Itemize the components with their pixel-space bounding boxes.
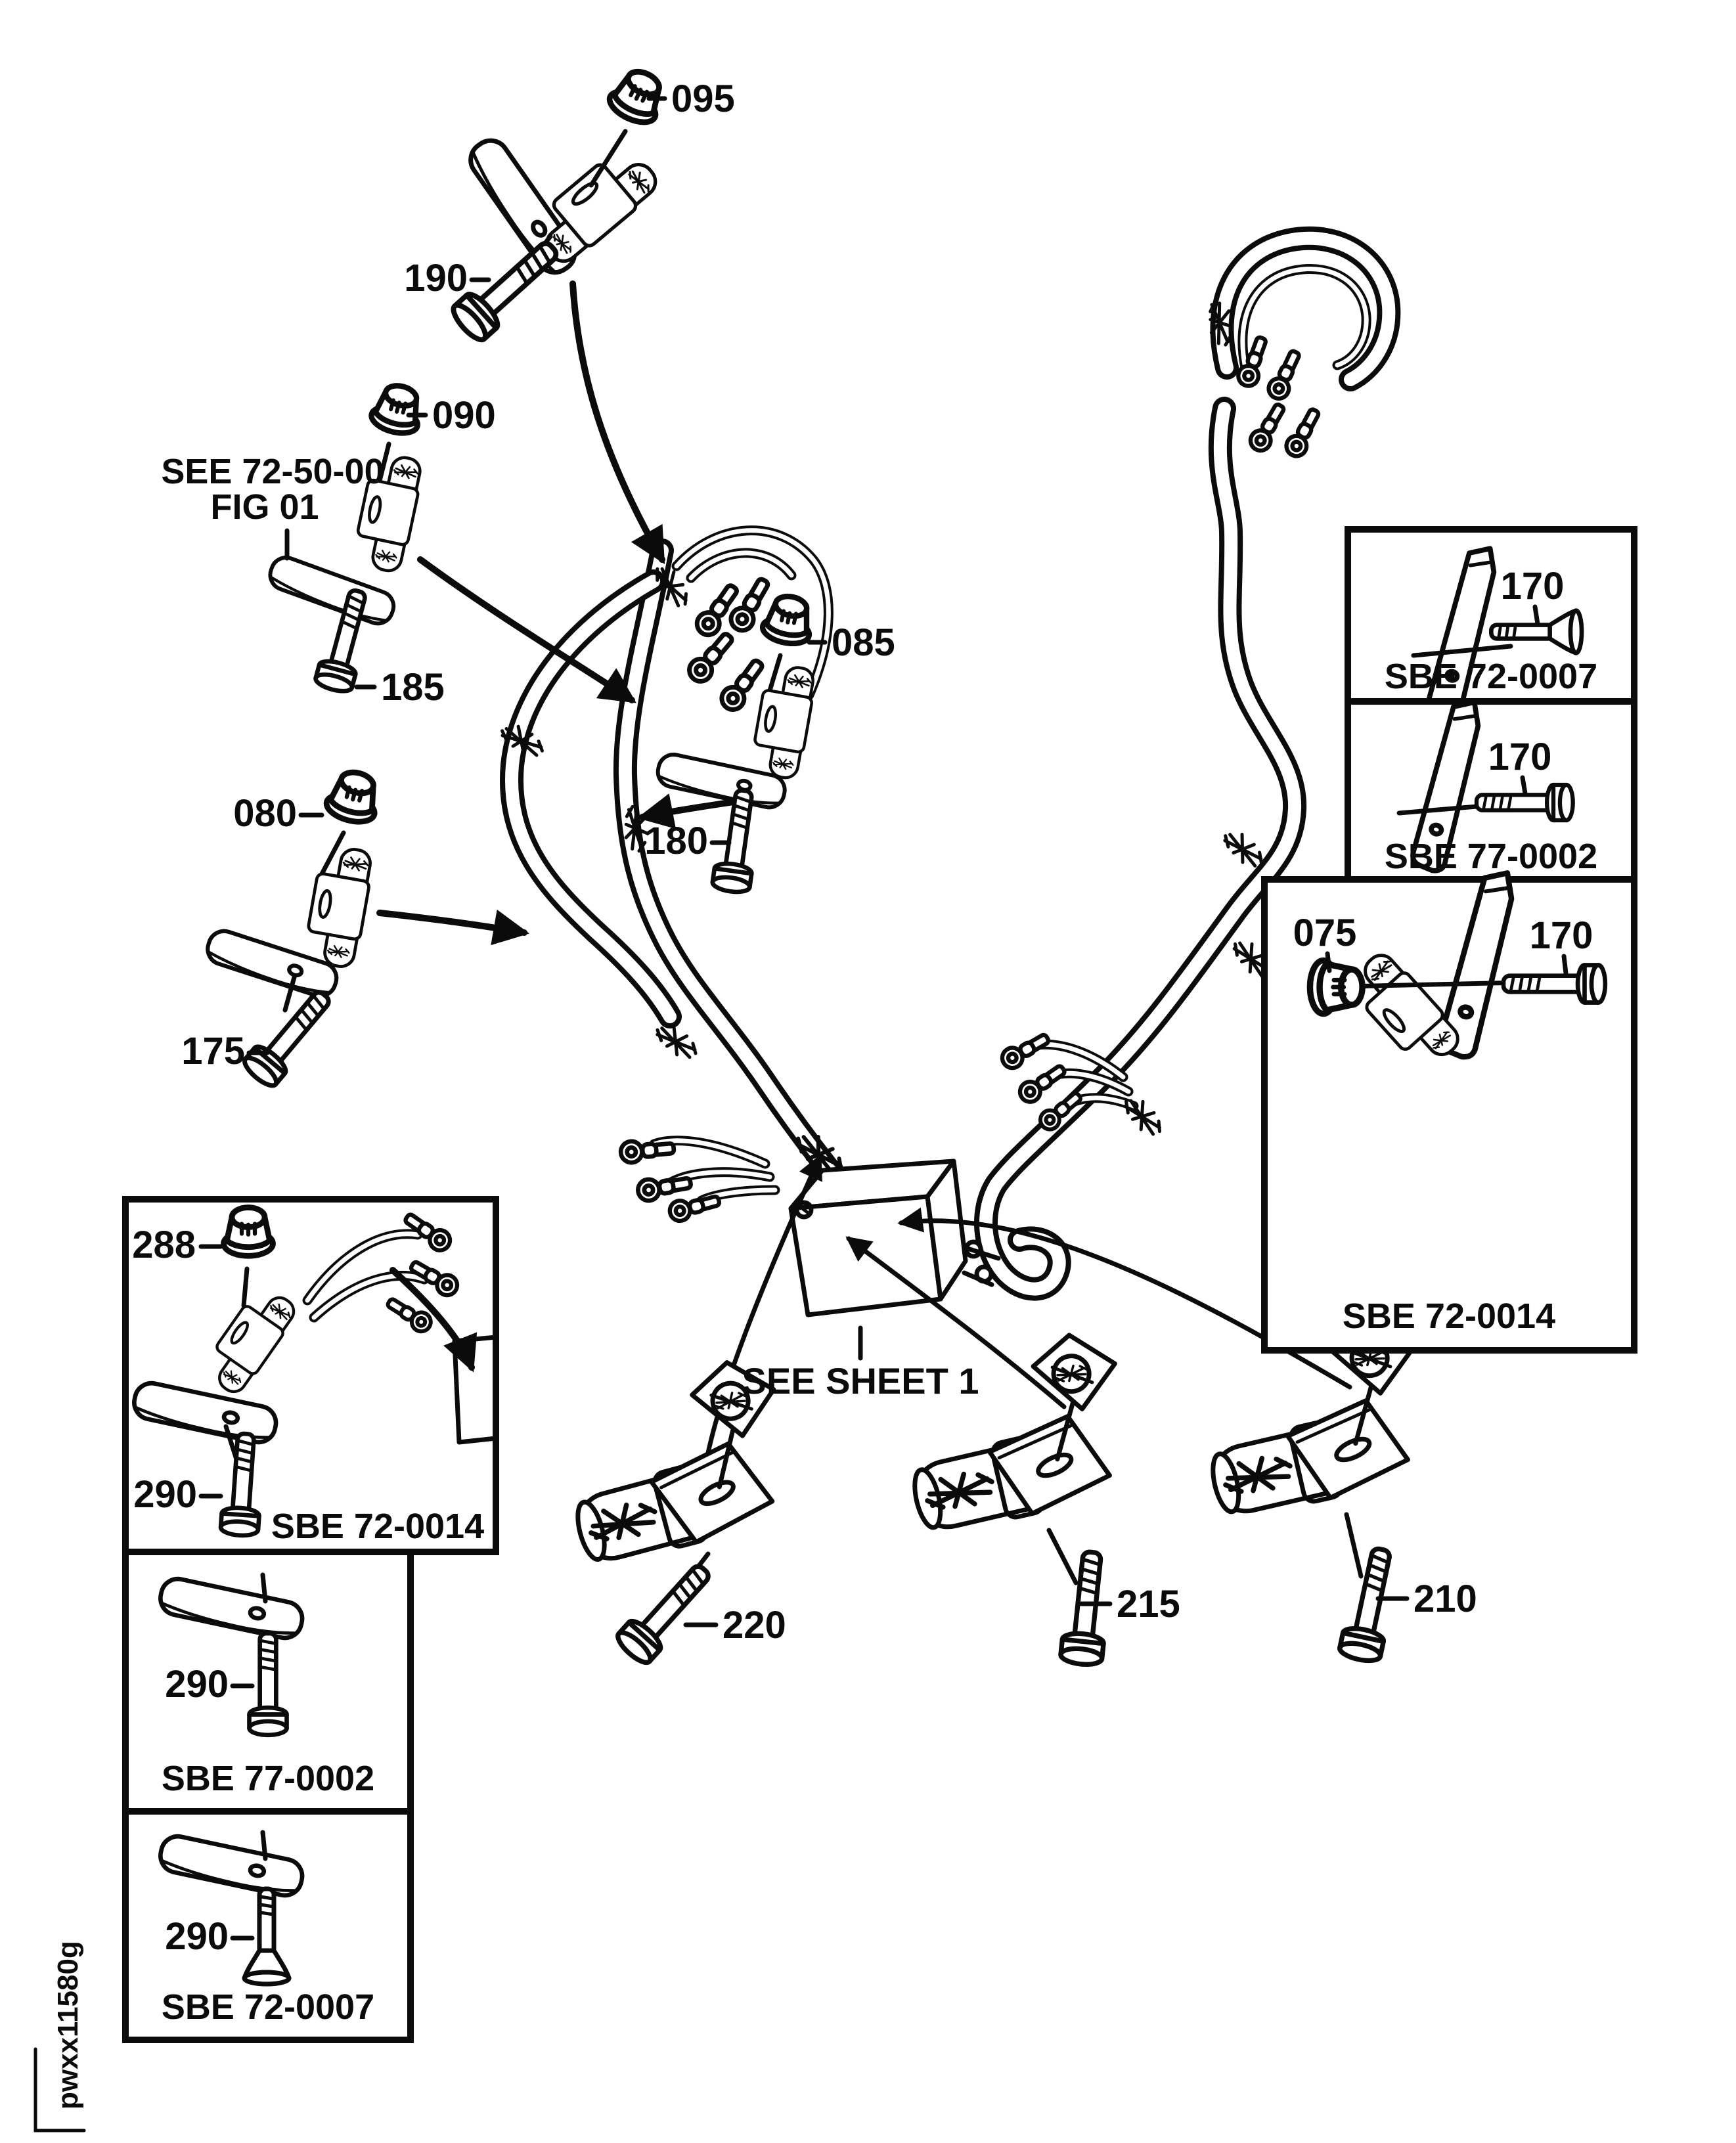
grommet-095 xyxy=(605,64,670,129)
callout-190: 190 xyxy=(404,257,468,299)
callout-288: 288 xyxy=(132,1224,196,1266)
kit-box-left-sbe-72-0007: 290 SBE 72-0007 xyxy=(122,1808,414,2043)
terminal-cluster-left-mid xyxy=(620,1138,780,1223)
reference-see-fig-line1: SEE 72-50-00 xyxy=(161,452,384,491)
watermark-text: pwxx11580g xyxy=(52,1941,84,2110)
harness-left-branch-loop xyxy=(500,569,682,1028)
kit-box-right-sbe-72-0014: 075 170 SBE 72-0014 xyxy=(1261,868,1637,1354)
callout-080: 080 xyxy=(233,792,297,835)
kit-label-sbe-77-0002: SBE 77-0002 xyxy=(162,1759,374,1798)
clamp-group-085 xyxy=(655,592,817,895)
watermark: pwxx11580g xyxy=(33,1941,86,2132)
callout-220: 220 xyxy=(723,1604,786,1646)
kit-label-sbe-72-0007: SBE 72-0007 xyxy=(162,1987,374,2027)
strap-plate xyxy=(204,927,340,1000)
ring-terminal xyxy=(667,1191,721,1223)
kit-box-right-sbe-77-0002: 170 SBE 77-0002 xyxy=(1345,697,1637,883)
ring-terminal xyxy=(1266,348,1305,402)
ring-terminal xyxy=(1283,406,1324,460)
bolt-220 xyxy=(613,1556,719,1667)
callout-175: 175 xyxy=(181,1030,245,1072)
kit-label-sbe-72-0014: SBE 72-0014 xyxy=(1343,1296,1555,1336)
clamp-group-top xyxy=(449,64,670,344)
kit-label-sbe-72-0007: SBE 72-0007 xyxy=(1385,657,1597,696)
ring-terminal xyxy=(636,1172,692,1203)
ring-terminal xyxy=(685,629,738,686)
clamp-group-090 xyxy=(266,380,426,694)
grommet-080 xyxy=(324,767,384,827)
callout-290: 290 xyxy=(165,1915,229,1958)
kit-box-right-sbe-72-0007: 170 SBE 72-0007 xyxy=(1345,526,1637,720)
callout-185: 185 xyxy=(381,666,445,709)
braid-marks xyxy=(498,299,1276,1182)
kit-label-sbe-72-0014: SBE 72-0014 xyxy=(271,1507,484,1546)
clamp-assembly-220 xyxy=(547,1353,807,1668)
clamp-group-080 xyxy=(204,767,384,1090)
control-module-see-sheet-1 xyxy=(788,1159,1001,1317)
kit-label-sbe-77-0002: SBE 77-0002 xyxy=(1385,837,1597,876)
ring-terminal xyxy=(998,1029,1052,1072)
clamp-assembly-210 xyxy=(1186,1311,1442,1664)
grommet-090 xyxy=(368,380,426,437)
arrow-top-to-harness xyxy=(569,280,665,565)
cushion-clamp xyxy=(749,662,818,780)
terminal-cluster-right-mid xyxy=(998,1029,1139,1134)
clamp-assembly-215 xyxy=(888,1327,1144,1666)
callout-170: 170 xyxy=(1530,914,1593,957)
arrow-090-to-harness xyxy=(417,556,636,703)
reference-see-sheet-1: SEE SHEET 1 xyxy=(742,1360,979,1402)
kit-box-left-sbe-77-0002: 290 SBE 77-0002 xyxy=(122,1549,414,1815)
callout-170: 170 xyxy=(1488,736,1552,778)
callout-290: 290 xyxy=(133,1473,197,1516)
leader-215 xyxy=(845,1236,1067,1409)
ring-terminal xyxy=(1016,1061,1069,1106)
callout-170: 170 xyxy=(1501,565,1565,608)
reference-see-fig-line2: FIG 01 xyxy=(210,487,319,527)
ring-terminal xyxy=(1247,401,1289,454)
callout-075: 075 xyxy=(1293,912,1357,954)
kit-box-left-sbe-72-0014: 288 290 SBE 72-0014 xyxy=(122,1196,499,1555)
arrow-080-to-harness xyxy=(376,909,530,946)
callout-210: 210 xyxy=(1413,1578,1477,1620)
callout-085: 085 xyxy=(832,621,895,664)
callout-215: 215 xyxy=(1117,1583,1180,1625)
leader-220 xyxy=(701,1153,823,1475)
grommet-085 xyxy=(761,592,816,648)
callout-090: 090 xyxy=(432,394,496,437)
grommet-075 xyxy=(1310,961,1362,1014)
bolt-210 xyxy=(1338,1545,1402,1664)
callout-labels: 095 190 090 SEE 72-50-00 FIG 01 185 085 … xyxy=(161,77,1477,1646)
callout-290: 290 xyxy=(165,1663,229,1706)
cushion-clamp xyxy=(303,844,375,969)
callout-095: 095 xyxy=(671,77,735,120)
harness-top-right-loop xyxy=(1210,226,1401,460)
grommet-288 xyxy=(224,1208,273,1256)
harness-right-trunk xyxy=(974,397,1307,1301)
callout-180: 180 xyxy=(644,820,708,862)
